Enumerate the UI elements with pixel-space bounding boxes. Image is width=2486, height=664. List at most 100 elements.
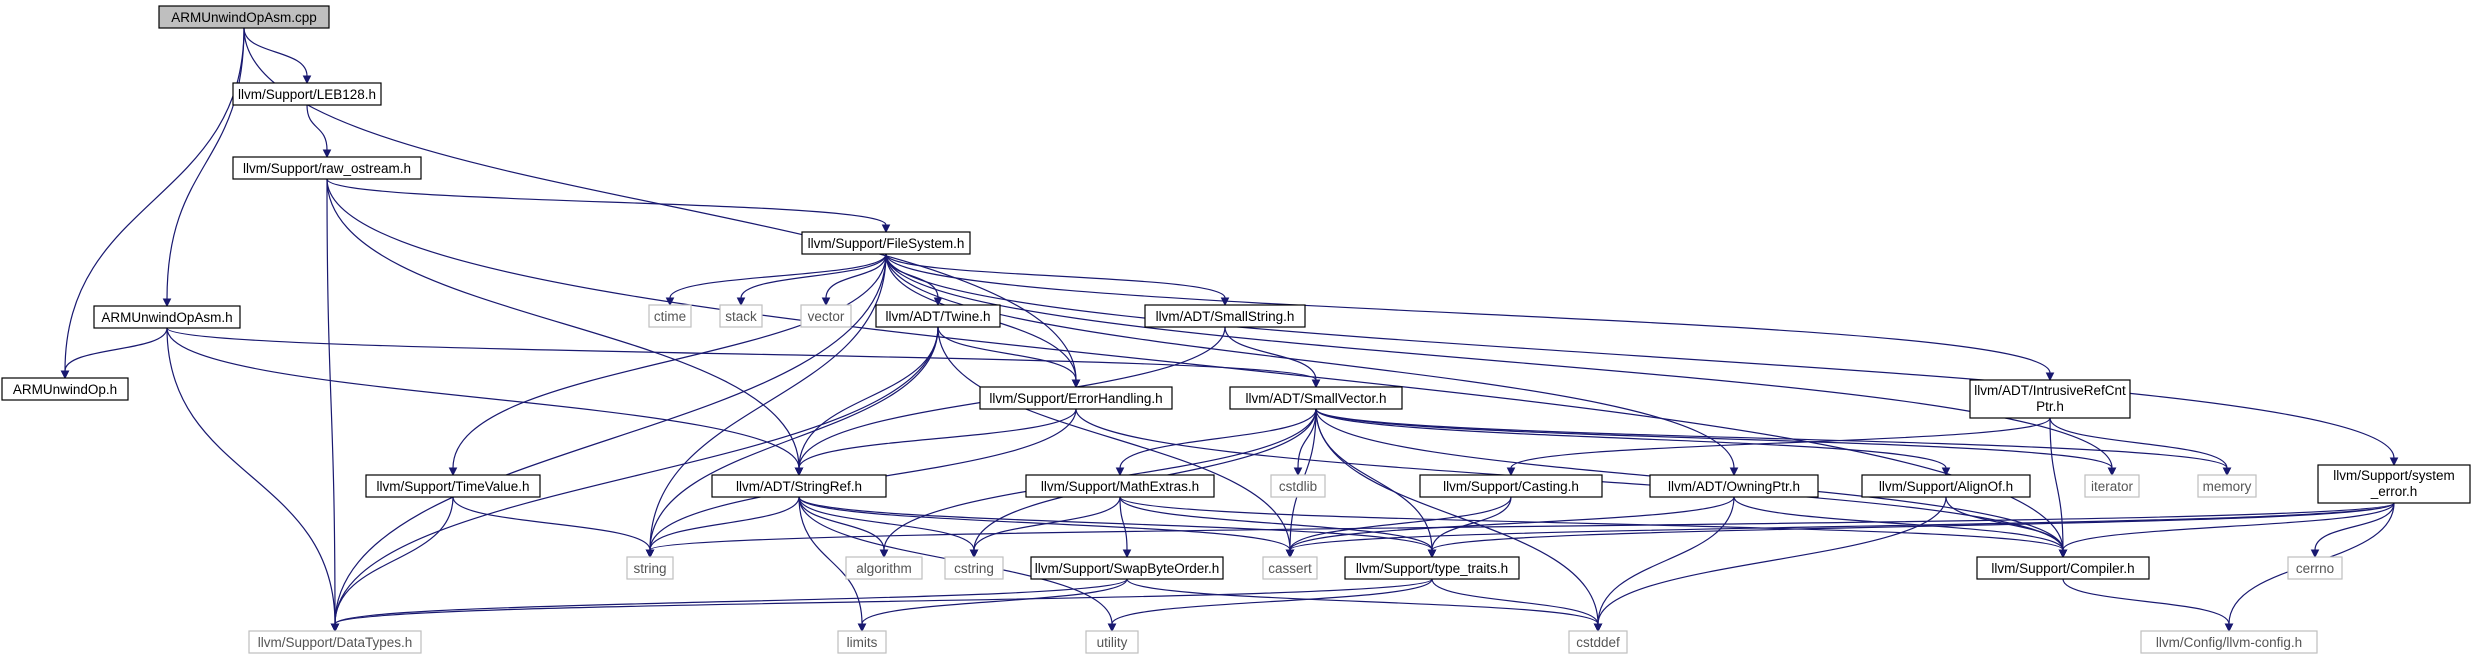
node-label: string bbox=[633, 561, 666, 576]
edge-mathx-to-cstring bbox=[969, 496, 1121, 559]
edge-asmh-to-unwop bbox=[60, 327, 168, 380]
edge-syserr-to-compiler bbox=[2058, 502, 2395, 559]
node-leb[interactable]: llvm/Support/LEB128.h bbox=[232, 82, 382, 106]
node-label: llvm/ADT/IntrusiveRefCnt bbox=[1974, 383, 2126, 398]
node-label: llvm/Support/system bbox=[2333, 468, 2455, 483]
edge-syserr-to-cassert bbox=[1285, 502, 2395, 559]
edge-fs-to-owning bbox=[885, 253, 1739, 477]
node-unwop[interactable]: ARMUnwindOp.h bbox=[1, 377, 129, 401]
node-rawos[interactable]: llvm/Support/raw_ostream.h bbox=[232, 156, 422, 180]
node-label: llvm/ADT/StringRef.h bbox=[736, 479, 862, 494]
node-sref[interactable]: llvm/ADT/StringRef.h bbox=[711, 474, 887, 498]
node-label: utility bbox=[1097, 635, 1128, 650]
node-label: llvm/Support/raw_ostream.h bbox=[243, 161, 411, 176]
node-label: llvm/Support/TimeValue.h bbox=[376, 479, 529, 494]
node-smstr[interactable]: llvm/ADT/SmallString.h bbox=[1144, 304, 1306, 328]
node-label: cstdlib bbox=[1279, 479, 1317, 494]
node-label: llvm/Support/SwapByteOrder.h bbox=[1035, 561, 1220, 576]
node-label: llvm/ADT/OwningPtr.h bbox=[1668, 479, 1800, 494]
node-label: llvm/ADT/SmallVector.h bbox=[1245, 391, 1386, 406]
edge-tt-to-datatypes bbox=[330, 578, 1433, 633]
edge-tv-to-string bbox=[452, 496, 655, 559]
node-tt[interactable]: llvm/Support/type_traits.h bbox=[1344, 556, 1520, 580]
node-label: llvm/Support/FileSystem.h bbox=[808, 236, 965, 251]
node-label: llvm/Support/LEB128.h bbox=[238, 87, 376, 102]
edge-smvec-to-memory bbox=[1315, 408, 2232, 477]
edge-rawos-to-fs bbox=[326, 178, 891, 234]
node-label: llvm/Support/MathExtras.h bbox=[1041, 479, 1199, 494]
node-cassert: cassert bbox=[1262, 556, 1318, 580]
node-ctime: ctime bbox=[648, 304, 692, 328]
edge-rawos-to-datatypes bbox=[326, 178, 340, 633]
node-label: memory bbox=[2203, 479, 2252, 494]
edge-fs-to-tv bbox=[448, 253, 887, 477]
node-smvec[interactable]: llvm/ADT/SmallVector.h bbox=[1229, 386, 1403, 410]
node-stack: stack bbox=[719, 304, 763, 328]
node-compiler[interactable]: llvm/Support/Compiler.h bbox=[1976, 556, 2150, 580]
node-label: algorithm bbox=[856, 561, 912, 576]
edge-twine-to-sref bbox=[794, 326, 939, 477]
edge-fs-to-smstr bbox=[885, 253, 1230, 307]
node-syserr[interactable]: llvm/Support/system_error.h bbox=[2317, 464, 2471, 504]
node-memory: memory bbox=[2197, 474, 2257, 498]
node-sbo[interactable]: llvm/Support/SwapByteOrder.h bbox=[1030, 556, 1224, 580]
edge-mathx-to-tt bbox=[1119, 496, 1437, 559]
node-twine[interactable]: llvm/ADT/Twine.h bbox=[875, 304, 1001, 328]
edge-alignof-to-cstddef bbox=[1593, 496, 1947, 633]
edge-smvec-to-alignof bbox=[1315, 408, 1951, 477]
node-label: vector bbox=[808, 309, 845, 324]
node-label: ctime bbox=[654, 309, 686, 324]
edge-fs-to-twine bbox=[885, 253, 943, 307]
node-casting[interactable]: llvm/Support/Casting.h bbox=[1419, 474, 1603, 498]
node-eh[interactable]: llvm/Support/ErrorHandling.h bbox=[979, 386, 1173, 410]
edge-asmh-to-smvec bbox=[166, 327, 1321, 389]
edge-root-to-leb bbox=[243, 27, 312, 85]
node-owning[interactable]: llvm/ADT/OwningPtr.h bbox=[1649, 474, 1819, 498]
node-utility: utility bbox=[1085, 630, 1139, 654]
node-label: llvm/Support/Casting.h bbox=[1443, 479, 1579, 494]
node-datatypes: llvm/Support/DataTypes.h bbox=[248, 630, 422, 654]
node-label: cstddef bbox=[1576, 635, 1620, 650]
edge-tt-to-cstddef bbox=[1431, 578, 1603, 633]
node-label: llvm/Support/DataTypes.h bbox=[258, 635, 413, 650]
edge-fs-to-iterator bbox=[885, 253, 2117, 477]
node-label: llvm/Support/Compiler.h bbox=[1991, 561, 2134, 576]
node-label-line2: _error.h bbox=[2370, 484, 2418, 499]
node-tv[interactable]: llvm/Support/TimeValue.h bbox=[365, 474, 541, 498]
edge-twine-to-cassert bbox=[937, 326, 1295, 559]
nodes-layer: ARMUnwindOpAsm.cpp llvm/Support/LEB128.h l… bbox=[1, 5, 2471, 654]
node-llvmconfig: llvm/Config/llvm-config.h bbox=[2140, 630, 2318, 654]
node-label: llvm/ADT/SmallString.h bbox=[1156, 309, 1295, 324]
node-label: stack bbox=[725, 309, 757, 324]
edge-smstr-to-smvec bbox=[1224, 326, 1321, 389]
node-label: llvm/Support/AlignOf.h bbox=[1879, 479, 2013, 494]
edge-rawos-to-compiler bbox=[326, 178, 2068, 559]
edge-fs-to-vector bbox=[821, 253, 887, 307]
node-fs[interactable]: llvm/Support/FileSystem.h bbox=[801, 231, 971, 255]
node-asmh[interactable]: ARMUnwindOpAsm.h bbox=[93, 305, 241, 329]
edge-sbo-to-limits bbox=[857, 578, 1128, 633]
edge-sbo-to-cstddef bbox=[1126, 578, 1603, 633]
edge-root-to-eh bbox=[243, 27, 1081, 389]
edge-irc-to-casting bbox=[1506, 417, 2051, 477]
edge-syserr-to-string bbox=[645, 502, 2395, 559]
node-label: cassert bbox=[1268, 561, 1312, 576]
edge-mathx-to-compiler bbox=[1119, 496, 2068, 559]
node-limits: limits bbox=[837, 630, 887, 654]
node-label: limits bbox=[847, 635, 878, 650]
node-root[interactable]: ARMUnwindOpAsm.cpp bbox=[158, 5, 330, 29]
node-algorithm: algorithm bbox=[845, 556, 923, 580]
edge-twine-to-eh bbox=[937, 326, 1081, 389]
node-alignof[interactable]: llvm/Support/AlignOf.h bbox=[1861, 474, 2031, 498]
edge-tt-to-utility bbox=[1107, 578, 1433, 633]
node-cstring: cstring bbox=[944, 556, 1004, 580]
node-cstdlib: cstdlib bbox=[1270, 474, 1326, 498]
edge-irc-to-memory bbox=[2049, 417, 2232, 477]
edge-sref-to-algorithm bbox=[798, 496, 889, 559]
node-label: cerrno bbox=[2296, 561, 2334, 576]
node-label: llvm/Config/llvm-config.h bbox=[2156, 635, 2302, 650]
edge-alignof-to-compiler bbox=[1945, 496, 2068, 559]
node-label-line2: Ptr.h bbox=[2036, 399, 2064, 414]
node-mathx[interactable]: llvm/Support/MathExtras.h bbox=[1025, 474, 1215, 498]
